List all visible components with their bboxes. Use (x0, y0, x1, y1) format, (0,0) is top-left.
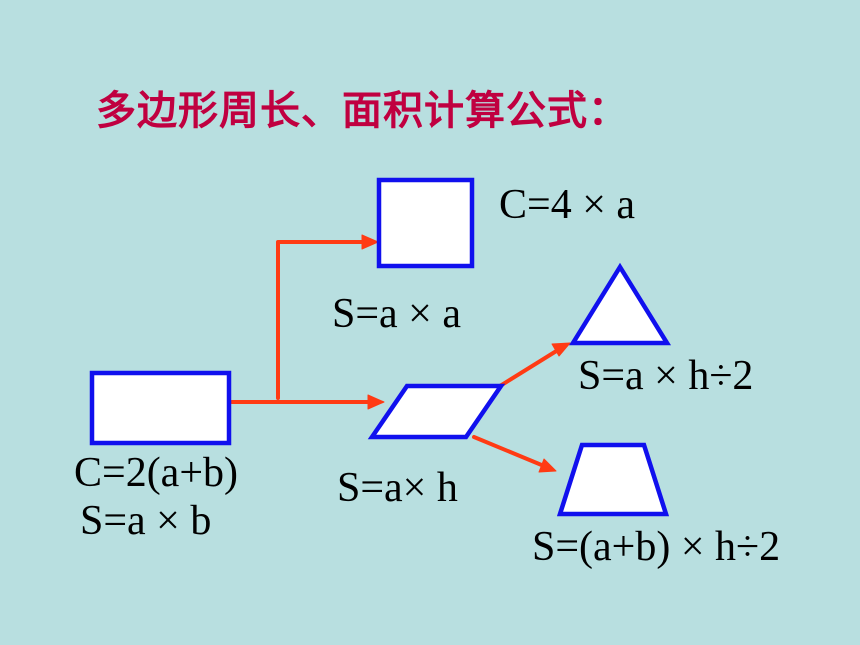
rectangle-perimeter-formula: C=2(a+b) (74, 450, 239, 496)
triangle-area-formula: S=a × h÷2 (578, 353, 754, 399)
arrow-rectangle-to-square (276, 240, 368, 400)
arrowhead-trapezoid (538, 458, 557, 473)
rectangle-shape (89, 370, 232, 446)
arrowhead-triangle (551, 342, 571, 357)
trapezoid-shape (556, 442, 670, 517)
triangle-shape (568, 262, 672, 346)
trapezoid-area-formula: S=(a+b) × h÷2 (532, 524, 781, 570)
connector-arrows (230, 234, 571, 473)
page-title: 多边形周长、面积计算公式： (96, 88, 629, 134)
square-area-formula: S=a × a (332, 291, 462, 337)
square-shape (376, 177, 475, 269)
arrowhead-square (361, 234, 379, 250)
arrowhead-parallelogram (367, 394, 385, 410)
parallelogram-shape (367, 383, 506, 440)
arrow-parallelogram-to-trapezoid (472, 435, 546, 468)
parallelogram-area-formula: S=a× h (337, 465, 458, 511)
shapes (89, 177, 672, 517)
rectangle-area-formula: S=a × b (80, 498, 212, 544)
square-perimeter-formula: C=4 × a (499, 182, 636, 228)
arrow-parallelogram-to-triangle (498, 348, 560, 388)
